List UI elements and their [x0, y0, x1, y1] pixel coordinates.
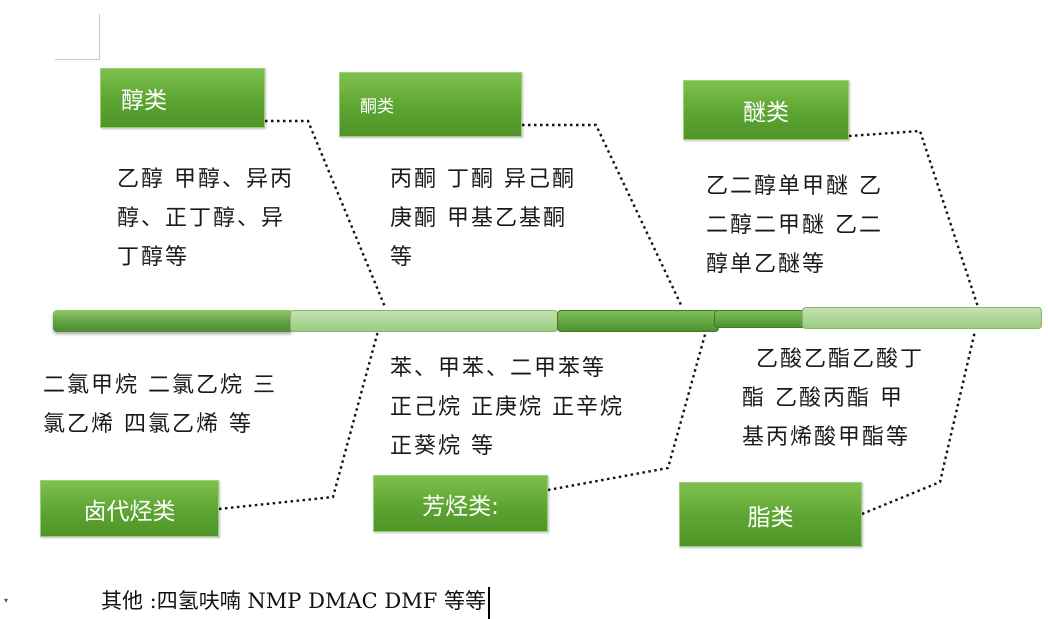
connector-aromatics: [547, 330, 708, 492]
text-cursor: [487, 586, 490, 619]
item-line: 丙酮 丁酮 异己酮: [390, 167, 576, 192]
connector-halogenated: [218, 330, 380, 511]
spine-segment-2: [290, 310, 558, 332]
spine-segment-4: [714, 310, 806, 328]
other-solvents-text: 其他 :四氢呋喃 NMP DMAC DMF 等等: [101, 589, 486, 613]
item-line: 乙酸乙酯乙酸丁: [756, 347, 925, 372]
other-solvents[interactable]: 其他 :四氢呋喃 NMP DMAC DMF 等等: [101, 586, 490, 619]
category-box-alcohols: 醇类: [100, 68, 265, 128]
item-line: 醇、正丁醇、异: [117, 206, 286, 231]
items-ethers: 乙二醇单甲醚 乙 二醇二甲醚 乙二 醇单乙醚等: [706, 167, 883, 284]
page-corner-marker-v: [99, 14, 100, 60]
category-label-aromatics: 芳烃类:: [422, 493, 499, 520]
category-label-halogenated: 卤代烃类: [83, 498, 176, 525]
category-label-esters: 脂类: [747, 504, 794, 531]
connector-ketones: [522, 123, 684, 308]
item-line: 乙醇 甲醇、异丙: [117, 167, 294, 192]
category-box-esters: 脂类: [679, 482, 862, 547]
category-label-ketones: 酮类: [360, 97, 394, 117]
items-halogenated: 二氯甲烷 二氯乙烷 三 氯乙烯 四氯乙烯 等: [43, 366, 277, 444]
item-line: 基丙烯酸甲酯等: [742, 425, 911, 450]
category-box-aromatics: 芳烃类:: [373, 475, 548, 532]
page-corner-marker-h: [55, 59, 100, 60]
items-alcohols: 乙醇 甲醇、异丙 醇、正丁醇、异 丁醇等: [117, 160, 294, 277]
item-line: 丁醇等: [117, 245, 190, 270]
category-box-halogenated: 卤代烃类: [40, 480, 219, 537]
category-box-ketones: 酮类: [339, 72, 522, 137]
items-aromatics: 苯、甲苯、二甲苯等 正己烷 正庚烷 正辛烷 正葵烷 等: [390, 349, 624, 466]
spine-segment-1: [53, 310, 293, 332]
connector-esters: [861, 330, 977, 516]
item-line: 二氯甲烷 二氯乙烷 三: [43, 373, 277, 398]
spine-segment-5: [802, 307, 1042, 329]
item-line: 酯 乙酸丙酯 甲: [742, 386, 904, 411]
items-ketones: 丙酮 丁酮 异己酮 庚酮 甲基乙基酮 等: [390, 160, 576, 277]
item-line: 苯、甲苯、二甲苯等: [390, 356, 607, 381]
connector-alcohols: [265, 119, 387, 308]
category-label-ethers: 醚类: [743, 100, 789, 126]
item-line: 二醇二甲醚 乙二: [706, 213, 883, 238]
spine-segment-3: [557, 310, 719, 332]
item-line: 正葵烷 等: [390, 434, 495, 459]
item-line: 氯乙烯 四氯乙烯 等: [43, 412, 253, 437]
items-esters: 乙酸乙酯乙酸丁 酯 乙酸丙酯 甲 基丙烯酸甲酯等: [742, 340, 924, 457]
item-line: 乙二醇单甲醚 乙: [706, 174, 883, 199]
category-label-alcohols: 醇类: [121, 88, 167, 114]
item-line: 正己烷 正庚烷 正辛烷: [390, 395, 624, 420]
item-line: 庚酮 甲基乙基酮: [390, 206, 567, 231]
item-line: 等: [390, 245, 415, 270]
category-box-ethers: 醚类: [683, 80, 849, 140]
item-line: 醇单乙醚等: [706, 252, 827, 277]
paragraph-mark: ▾: [4, 596, 9, 605]
